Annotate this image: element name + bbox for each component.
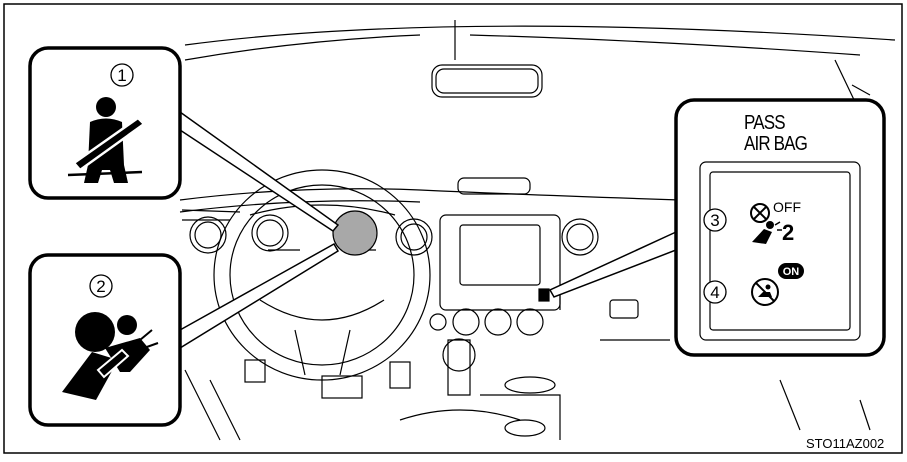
callout-number-4: 4	[710, 283, 719, 302]
seat-belt-reminder-icon	[67, 97, 146, 183]
callout-number-3-circle	[703, 208, 727, 232]
callout-number-1-circle	[110, 63, 134, 87]
callout-number-2: 2	[96, 277, 105, 296]
airbag-on-label: ON	[783, 266, 800, 278]
srs-airbag-warning-icon	[62, 312, 159, 400]
airbag-off-label: OFF	[773, 199, 801, 215]
panel-title-line-2: AIR BAG	[744, 133, 808, 155]
steering-hub-highlight	[332, 210, 378, 256]
seat-position-number: 2	[782, 220, 794, 245]
callout-number-1: 1	[117, 66, 126, 85]
passenger-airbag-on-icon	[751, 263, 804, 306]
callout-number-3: 3	[710, 211, 719, 230]
figure-code: STO11AZ002	[806, 436, 885, 451]
passenger-airbag-off-icon	[750, 203, 782, 244]
callout-number-2-circle	[89, 274, 113, 298]
leader-lines	[179, 110, 677, 350]
panel-title-line-1: PASS	[744, 112, 786, 134]
callout-number-4-circle	[703, 280, 727, 304]
dashboard-drawing	[179, 20, 896, 441]
